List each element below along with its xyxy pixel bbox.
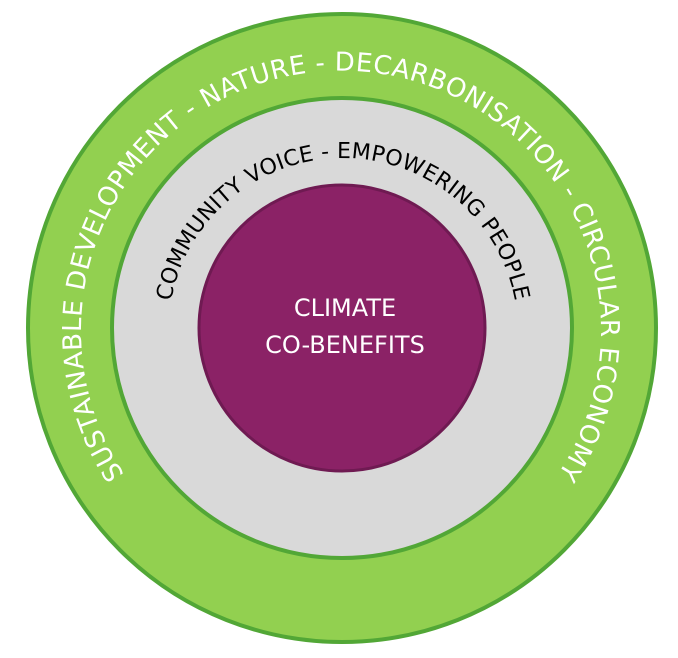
middle-ring-stroke xyxy=(110,96,574,560)
center-title-line2: CO-BENEFITS xyxy=(265,331,425,359)
center-title-line1: CLIMATE xyxy=(294,294,396,322)
outer-ring-stroke xyxy=(26,12,658,644)
center-circle-stroke xyxy=(197,183,487,473)
center-circle xyxy=(199,185,485,471)
